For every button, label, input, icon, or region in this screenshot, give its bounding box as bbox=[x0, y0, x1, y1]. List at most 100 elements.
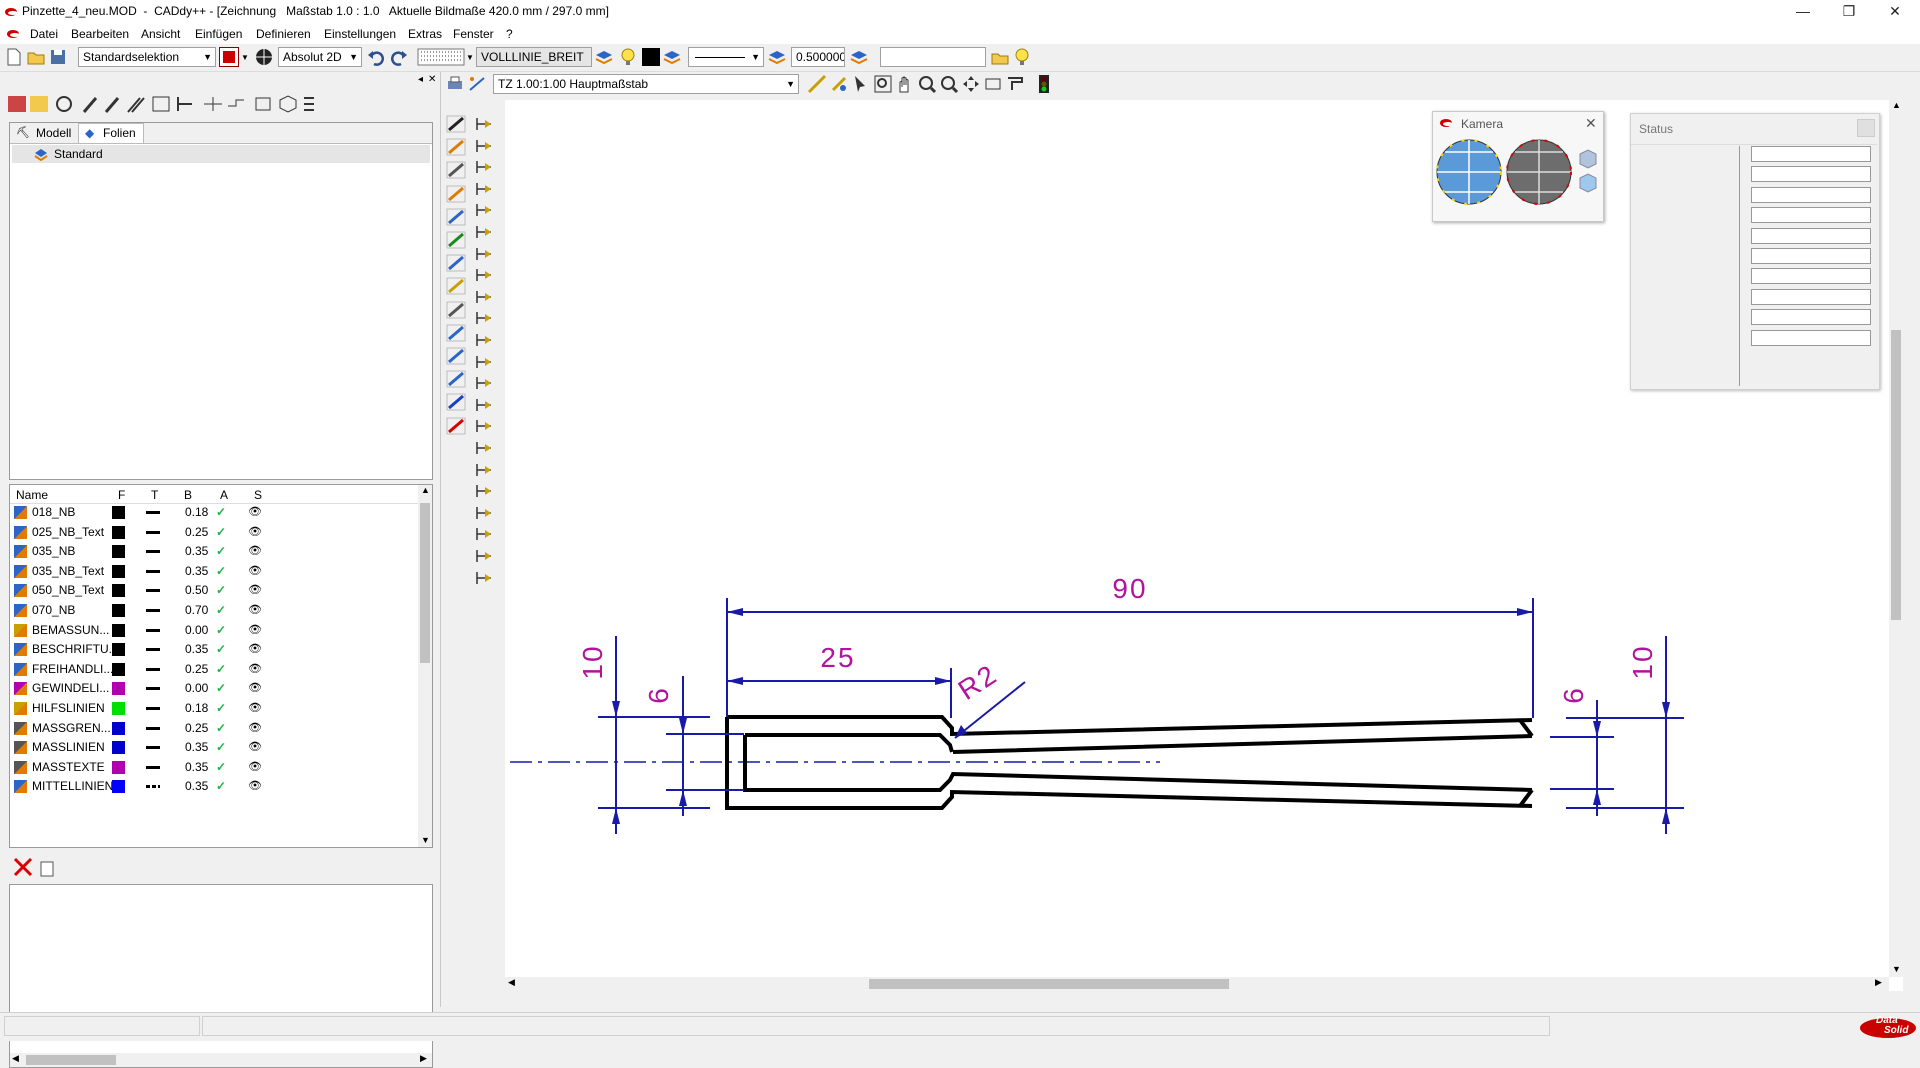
dim-tool-5-icon[interactable] bbox=[473, 200, 495, 220]
layer-linetype-sample[interactable] bbox=[146, 667, 160, 671]
menu-help[interactable]: ? bbox=[506, 27, 513, 41]
layer-active-check-icon[interactable]: ✓ bbox=[216, 603, 227, 617]
layer-color-swatch[interactable] bbox=[112, 702, 125, 715]
layer-active-check-icon[interactable]: ✓ bbox=[216, 563, 227, 578]
snap-icon[interactable] bbox=[829, 74, 849, 94]
layer-visible-eye-icon[interactable]: 👁 bbox=[248, 760, 262, 773]
dim-tool-11-icon[interactable] bbox=[473, 330, 495, 350]
restore-button[interactable]: ❐ bbox=[1842, 3, 1856, 19]
selection-mode-select[interactable]: Standardselektion▼ bbox=[78, 47, 216, 67]
layer-visible-eye-icon[interactable]: 👁 bbox=[248, 604, 262, 616]
menu-ansicht[interactable]: Ansicht bbox=[141, 27, 181, 41]
layer-color-swatch[interactable] bbox=[112, 506, 125, 519]
pointer-settings-icon[interactable] bbox=[851, 74, 871, 94]
line-width-field[interactable]: 0.500000 bbox=[791, 47, 845, 67]
layer-linetype-sample[interactable] bbox=[146, 589, 160, 593]
layer-row[interactable]: GEWINDELI...0.00✓👁 bbox=[12, 679, 422, 698]
layer-visible-eye-icon[interactable]: 👁 bbox=[248, 525, 262, 538]
layer-tool-red-icon[interactable] bbox=[8, 96, 26, 112]
box3d-icon[interactable] bbox=[255, 97, 271, 111]
layer-color-swatch[interactable] bbox=[112, 741, 125, 755]
zoom-window-icon[interactable] bbox=[873, 74, 893, 94]
layer-color-swatch[interactable] bbox=[112, 545, 125, 559]
dim-tool-19-icon[interactable] bbox=[473, 503, 495, 523]
step-line-icon[interactable] bbox=[228, 99, 244, 107]
dim-tool-14-icon[interactable] bbox=[473, 395, 495, 415]
open-folder-icon[interactable] bbox=[26, 47, 46, 67]
layer-active-check-icon[interactable]: ✓ bbox=[216, 759, 227, 774]
layer-color-swatch[interactable] bbox=[112, 780, 125, 794]
layer-color-swatch[interactable] bbox=[112, 525, 125, 539]
layer-active-check-icon[interactable]: ✓ bbox=[216, 661, 227, 676]
layer-visible-eye-icon[interactable]: 👁 bbox=[248, 662, 262, 675]
layer-visible-eye-icon[interactable]: 👁 bbox=[248, 584, 262, 597]
layer-circle-icon[interactable] bbox=[56, 96, 72, 112]
collapse-arrow-icon[interactable]: ◂ bbox=[418, 74, 424, 85]
delete-layer-icon[interactable] bbox=[12, 856, 34, 878]
col-t[interactable]: T bbox=[151, 488, 159, 502]
layer-color-swatch[interactable] bbox=[112, 721, 125, 735]
layer-linetype-sample[interactable] bbox=[146, 628, 160, 632]
layer-linetype-sample[interactable] bbox=[146, 726, 160, 730]
edit-icon[interactable] bbox=[104, 97, 120, 113]
dim-tool-15-icon[interactable] bbox=[473, 416, 495, 436]
col-a[interactable]: A bbox=[220, 488, 229, 502]
col-name[interactable]: Name bbox=[16, 488, 49, 502]
folder-layers-icon[interactable] bbox=[990, 47, 1010, 67]
layer-visible-eye-icon[interactable]: 👁 bbox=[248, 702, 262, 714]
layer-scrollbar[interactable]: ▲ ▼ bbox=[418, 485, 432, 847]
info-icon[interactable] bbox=[445, 392, 467, 412]
layer-visible-eye-icon[interactable]: 👁 bbox=[248, 682, 262, 695]
zoom-previous-icon[interactable] bbox=[983, 74, 1003, 94]
layers-icon[interactable] bbox=[594, 47, 614, 67]
orbit-globe-icon[interactable] bbox=[1435, 138, 1505, 208]
layer-color-swatch[interactable] bbox=[112, 564, 125, 578]
text-icon[interactable] bbox=[445, 323, 467, 343]
tab-modell[interactable]: ⛏ Modell bbox=[12, 124, 78, 143]
layer-active-check-icon[interactable]: ✓ bbox=[216, 701, 227, 715]
grid-icon[interactable] bbox=[417, 47, 465, 67]
close-button[interactable]: ✕ bbox=[1889, 3, 1901, 19]
measure-icon[interactable] bbox=[807, 74, 827, 94]
dim-tool-22-icon[interactable] bbox=[473, 568, 495, 588]
lightbulb-layer-icon[interactable] bbox=[616, 47, 636, 67]
hatch2-icon[interactable] bbox=[445, 369, 467, 389]
layer-active-check-icon[interactable]: ✓ bbox=[216, 642, 227, 657]
layer-row[interactable]: BEMASSUN...0.00✓👁 bbox=[12, 621, 422, 640]
scale-select[interactable]: TZ 1.00:1.00 Hauptmaßstab▼ bbox=[493, 74, 799, 94]
dim-tool-21-icon[interactable] bbox=[473, 546, 495, 566]
layer-visible-eye-icon[interactable]: 👁 bbox=[248, 741, 262, 754]
dim-tool-4-icon[interactable] bbox=[473, 179, 495, 199]
menu-bearbeiten[interactable]: Bearbeiten bbox=[71, 27, 130, 41]
undo-icon[interactable] bbox=[366, 47, 386, 67]
layer-color-swatch[interactable] bbox=[112, 623, 125, 637]
dim-tool-18-icon[interactable] bbox=[473, 481, 495, 501]
eraser-icon[interactable] bbox=[445, 416, 467, 436]
canvas-hscroll-thumb[interactable] bbox=[869, 979, 1229, 989]
properties-hscroll[interactable]: ◀ ▶ bbox=[10, 1053, 432, 1067]
rotate-icon[interactable] bbox=[445, 207, 467, 227]
menu-fenster[interactable]: Fenster bbox=[453, 27, 494, 41]
modify-icon[interactable] bbox=[445, 160, 467, 180]
dim-tool-3-icon[interactable] bbox=[473, 157, 495, 177]
text-style-icon[interactable] bbox=[445, 300, 467, 320]
menu-einstellungen[interactable]: Einstellungen bbox=[324, 27, 397, 41]
layers-icon[interactable] bbox=[662, 47, 682, 67]
cube-icon[interactable] bbox=[279, 95, 297, 113]
dim-tool-20-icon[interactable] bbox=[473, 524, 495, 544]
selection-color-button[interactable] bbox=[219, 47, 239, 67]
layer-active-check-icon[interactable]: ✓ bbox=[216, 544, 227, 559]
menu-definieren[interactable]: Definieren bbox=[256, 27, 311, 41]
view-cube-icon[interactable] bbox=[1577, 148, 1599, 198]
scale-icon[interactable] bbox=[467, 74, 487, 94]
dim-tool-12-icon[interactable] bbox=[473, 352, 495, 372]
layer-visible-eye-icon[interactable]: 👁 bbox=[248, 506, 262, 518]
layer-active-check-icon[interactable]: ✓ bbox=[216, 583, 227, 598]
layer-row[interactable]: BESCHRIFTU...0.35✓👁 bbox=[12, 640, 422, 659]
layer-active-check-icon[interactable]: ✓ bbox=[216, 524, 227, 539]
new-file-icon[interactable] bbox=[4, 47, 24, 67]
